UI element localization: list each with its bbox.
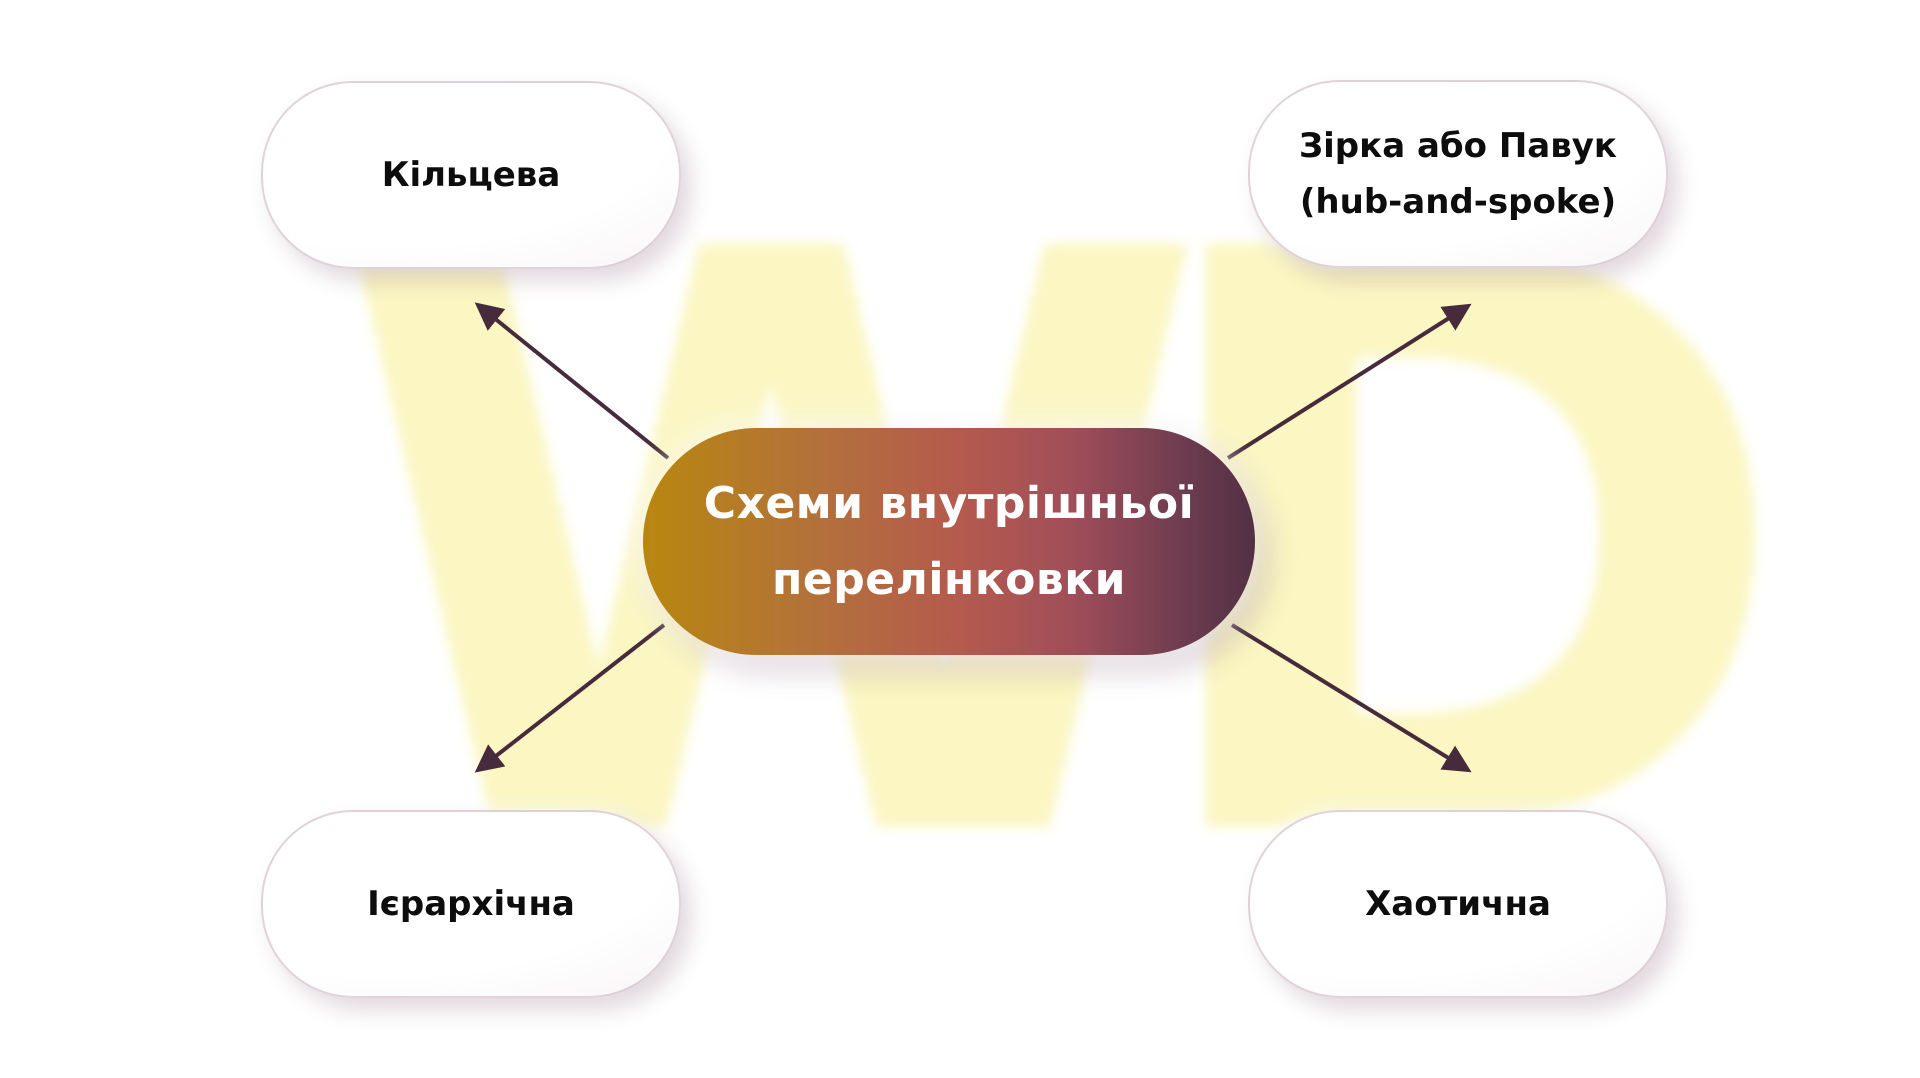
center-node-title-line1: Схеми внутрішньої [703,477,1195,529]
node-hierarchical-label: Ієрархічна [367,884,575,924]
node-hub-and-spoke: Зірка або Павук (hub-and-spoke) [1248,80,1668,268]
node-hub-and-spoke-label-line2: (hub-and-spoke) [1299,182,1617,222]
node-hub-and-spoke-label-line1: Зірка або Павук [1298,126,1618,166]
connector-arrow-hub-and-spoke [1226,303,1472,460]
node-chaotic: Хаотична [1248,810,1668,998]
connector-arrow-hierarchical [474,623,666,773]
node-ring: Кільцева [261,81,681,269]
node-chaotic-label: Хаотична [1365,884,1551,924]
node-hierarchical: Ієрархічна [261,810,681,998]
connector-arrow-ring [474,302,670,460]
center-node-internal-linking-schemes: Схеми внутрішньої перелінковки [643,428,1255,655]
connector-arrow-chaotic [1230,623,1472,773]
node-ring-label: Кільцева [381,155,561,195]
center-node-title-line2: перелінковки [772,553,1126,605]
